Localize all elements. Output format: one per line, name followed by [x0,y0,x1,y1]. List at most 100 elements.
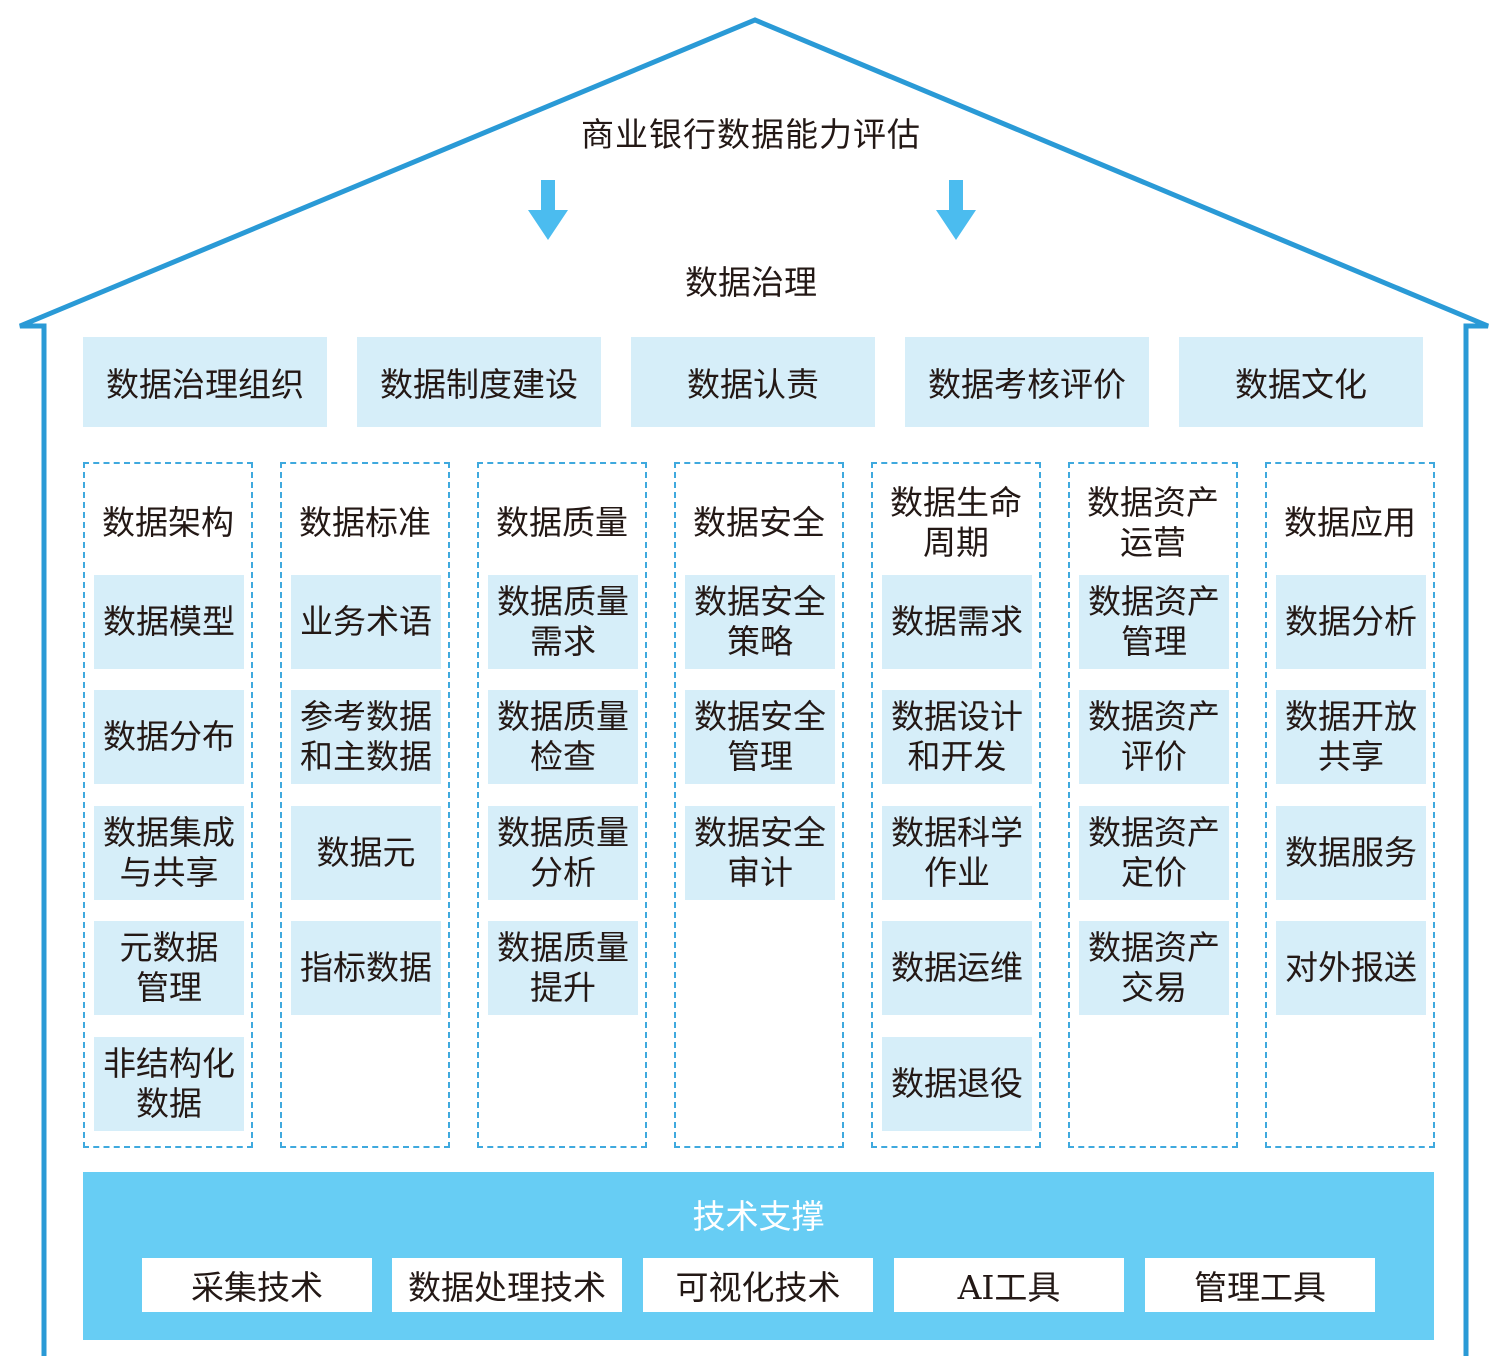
item-line: 共享 [1318,737,1384,776]
item-line: 数据资产 [1088,928,1220,967]
domain-column: 数据生命周期数据需求数据设计和开发数据科学作业数据运维数据退役 [871,462,1041,1148]
item-line: 数据分布 [103,717,235,756]
domain-column: 数据架构数据模型数据分布数据集成与共享元数据管理非结构化数据 [83,462,253,1148]
domain-item: 数据质量需求 [488,575,638,669]
domain-item: 指标数据 [291,921,441,1015]
domain-item: 数据资产定价 [1079,806,1229,900]
item-line: 数据资产 [1088,813,1220,852]
item-line: 交易 [1121,968,1187,1007]
item-line: 非结构化 [103,1044,235,1083]
domain-item: 对外报送 [1276,921,1426,1015]
heading-line: 数据资产 [1087,483,1219,522]
domain-item: 数据模型 [94,575,244,669]
item-line: 和开发 [907,737,1007,776]
tech-support-title: 技术支撑 [692,1197,825,1236]
item-line: 数据集成 [103,813,235,852]
domain-item: 数据集成与共享 [94,806,244,900]
item-line: 数据资产 [1088,582,1220,621]
domain-item: 数据元 [291,806,441,900]
down-arrow-icon [528,180,568,240]
heading-line: 周期 [923,523,989,562]
domain-column-heading: 数据安全 [676,478,842,568]
heading-line: 数据标准 [299,503,431,542]
item-line: 数据运维 [891,948,1023,987]
page-title: 商业银行数据能力评估 [581,115,921,154]
item-line: 数据分析 [1285,602,1417,641]
governance-box-evaluation: 数据考核评价 [905,337,1149,427]
heading-line: 数据架构 [102,503,234,542]
item-line: 数据设计 [891,697,1023,736]
governance-box-culture: 数据文化 [1179,337,1423,427]
heading-line: 数据生命 [890,483,1022,522]
item-line: 管理 [727,737,793,776]
item-line: 数据 [136,1084,202,1123]
domain-item: 数据安全审计 [685,806,835,900]
domain-column-heading: 数据生命周期 [873,478,1039,568]
domain-item: 数据分布 [94,690,244,784]
item-line: 数据资产 [1088,697,1220,736]
item-line: 数据安全 [694,697,826,736]
domain-column: 数据质量数据质量需求数据质量检查数据质量分析数据质量提升 [477,462,647,1148]
heading-line: 运营 [1120,523,1186,562]
domain-item: 参考数据和主数据 [291,690,441,784]
domain-item: 数据分析 [1276,575,1426,669]
item-line: 数据安全 [694,813,826,852]
tech-item-processing: 数据处理技术 [392,1258,622,1312]
item-line: 数据质量 [497,582,629,621]
item-line: 数据科学 [891,813,1023,852]
domain-item: 数据资产管理 [1079,575,1229,669]
item-line: 对外报送 [1285,948,1417,987]
item-line: 数据服务 [1285,833,1417,872]
domain-item: 数据需求 [882,575,1032,669]
governance-box-organization: 数据治理组织 [83,337,327,427]
item-line: 需求 [530,622,596,661]
domain-column-heading: 数据资产运营 [1070,478,1236,568]
item-line: 和主数据 [300,737,432,776]
item-line: 数据元 [316,833,416,872]
item-line: 定价 [1121,853,1187,892]
item-line: 数据开放 [1285,697,1417,736]
item-line: 数据质量 [497,697,629,736]
item-line: 与共享 [119,853,219,892]
domain-item: 元数据管理 [94,921,244,1015]
item-line: 数据需求 [891,602,1023,641]
domain-column: 数据标准业务术语参考数据和主数据数据元指标数据 [280,462,450,1148]
item-line: 数据退役 [891,1064,1023,1103]
domain-item: 数据安全管理 [685,690,835,784]
domain-item: 数据资产评价 [1079,690,1229,784]
item-line: 数据模型 [103,602,235,641]
domain-item: 数据科学作业 [882,806,1032,900]
item-line: 检查 [530,737,596,776]
domain-item: 数据设计和开发 [882,690,1032,784]
domain-column-heading: 数据标准 [282,478,448,568]
item-line: 提升 [530,968,596,1007]
item-line: 审计 [727,853,793,892]
tech-item-management-tools: 管理工具 [1145,1258,1375,1312]
governance-heading: 数据治理 [685,263,817,302]
heading-line: 数据质量 [496,503,628,542]
item-line: 指标数据 [300,948,432,987]
domain-item: 数据退役 [882,1037,1032,1131]
item-line: 数据质量 [497,928,629,967]
domain-column: 数据应用数据分析数据开放共享数据服务对外报送 [1265,462,1435,1148]
domain-item: 数据运维 [882,921,1032,1015]
domain-item: 数据安全策略 [685,575,835,669]
heading-line: 数据安全 [693,503,825,542]
domain-column-heading: 数据质量 [479,478,645,568]
tech-item-ai-tools: AI工具 [894,1258,1124,1312]
item-line: 数据安全 [694,582,826,621]
tech-support-bar: 技术支撑 采集技术 数据处理技术 可视化技术 AI工具 管理工具 [83,1172,1434,1340]
domain-item: 数据质量检查 [488,690,638,784]
domain-column: 数据资产运营数据资产管理数据资产评价数据资产定价数据资产交易 [1068,462,1238,1148]
down-arrow-icon [936,180,976,240]
item-line: 评价 [1121,737,1187,776]
domain-item: 数据资产交易 [1079,921,1229,1015]
governance-box-accountability: 数据认责 [631,337,875,427]
item-line: 管理 [1121,622,1187,661]
domain-item: 业务术语 [291,575,441,669]
domain-item: 数据服务 [1276,806,1426,900]
item-line: 策略 [727,622,793,661]
tech-item-collection: 采集技术 [142,1258,372,1312]
item-line: 业务术语 [300,602,432,641]
